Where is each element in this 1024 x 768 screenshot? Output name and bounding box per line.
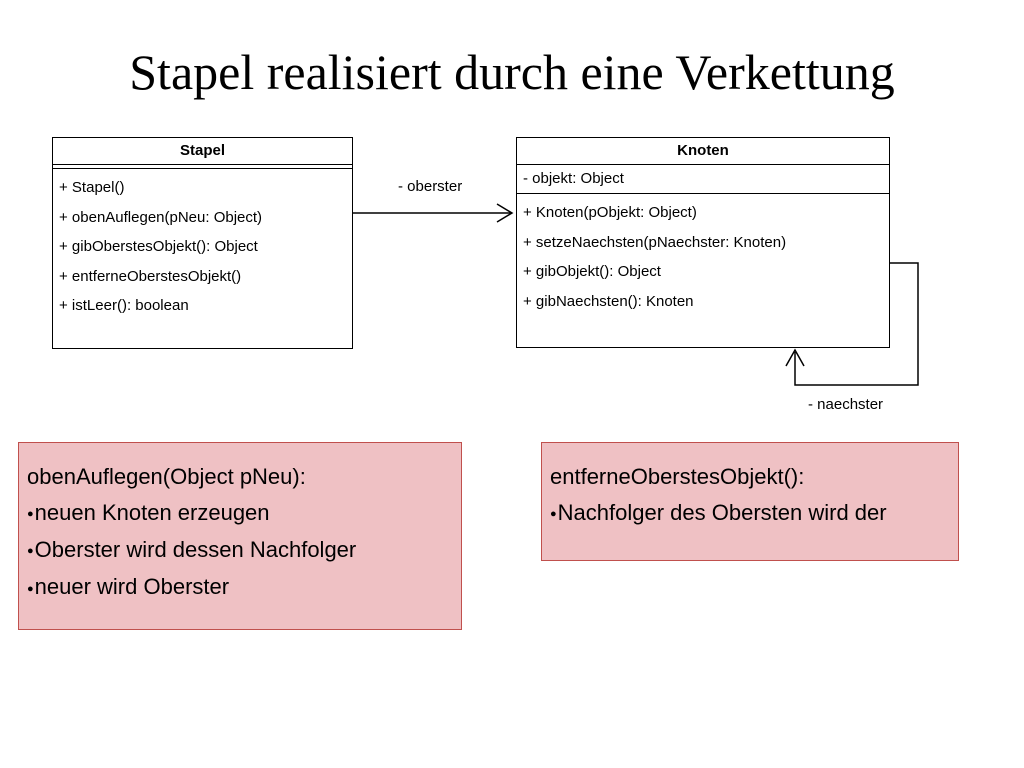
knoten-operation: + Knoten(pObjekt: Object): [523, 204, 697, 221]
naechster-arrowhead: [785, 348, 805, 367]
note-oben-auflegen: obenAuflegen(Object pNeu): ●neuen Knoten…: [18, 442, 462, 630]
bullet-icon: ●: [27, 545, 34, 558]
slide-title: Stapel realisiert durch eine Verkettung: [129, 44, 895, 100]
stapel-operation: + obenAuflegen(pNeu: Object): [59, 208, 263, 226]
stapel-attributes-compartment: [53, 165, 352, 169]
stapel-operation: + entferneOberstesObjekt(): [59, 267, 242, 285]
bullet-icon: ●: [27, 508, 34, 521]
stapel-class-box: Stapel + Stapel() + obenAuflegen(pNeu: O…: [52, 137, 353, 349]
note-bullet-item: ●Nachfolger des Obersten wird der: [550, 495, 958, 532]
note-heading: obenAuflegen(Object pNeu):: [27, 464, 306, 489]
oberster-role-label: - oberster: [398, 178, 463, 195]
note-bullet-text: neuen Knoten erzeugen: [34, 500, 270, 525]
bullet-icon: ●: [550, 508, 557, 521]
note-bullet-text: Nachfolger des Obersten wird der: [557, 500, 887, 525]
knoten-operations: + Knoten(pObjekt: Object) + setzeNaechst…: [517, 194, 889, 320]
stapel-operation: + Stapel(): [59, 179, 125, 196]
oberster-arrowhead: [496, 203, 514, 223]
stapel-class-name: Stapel: [53, 138, 352, 165]
note-bullet-item: ●neuen Knoten erzeugen: [27, 495, 461, 532]
knoten-operation: + gibObjekt(): Object: [523, 263, 661, 280]
knoten-class-box: Knoten - objekt: Object + Knoten(pObjekt…: [516, 137, 890, 348]
bullet-icon: ●: [27, 582, 34, 595]
knoten-operation: + gibNaechsten(): Knoten: [523, 292, 694, 310]
stapel-operation: + gibOberstesObjekt(): Object: [59, 238, 258, 255]
note-bullet-text: neuer wird Oberster: [34, 574, 230, 600]
knoten-operation: + setzeNaechsten(pNaechster: Knoten): [523, 233, 787, 251]
naechster-role-label: - naechster: [808, 396, 884, 413]
note-heading: entferneOberstesObjekt():: [550, 464, 805, 489]
note-entferne-oberstes-objekt: entferneOberstesObjekt(): ●Nachfolger de…: [541, 442, 959, 561]
stapel-operations: + Stapel() + obenAuflegen(pNeu: Object) …: [53, 169, 352, 325]
knoten-attribute: - objekt: Object: [523, 170, 624, 187]
knoten-class-name: Knoten: [517, 138, 889, 165]
note-bullet-item: ●neuer wird Oberster: [27, 569, 461, 606]
note-bullet-item: ●Oberster wird dessen Nachfolger: [27, 532, 461, 569]
knoten-attributes: - objekt: Object: [517, 165, 889, 194]
stapel-operation: + istLeer(): boolean: [59, 297, 189, 314]
note-bullet-text: Oberster wird dessen Nachfolger: [34, 537, 357, 563]
